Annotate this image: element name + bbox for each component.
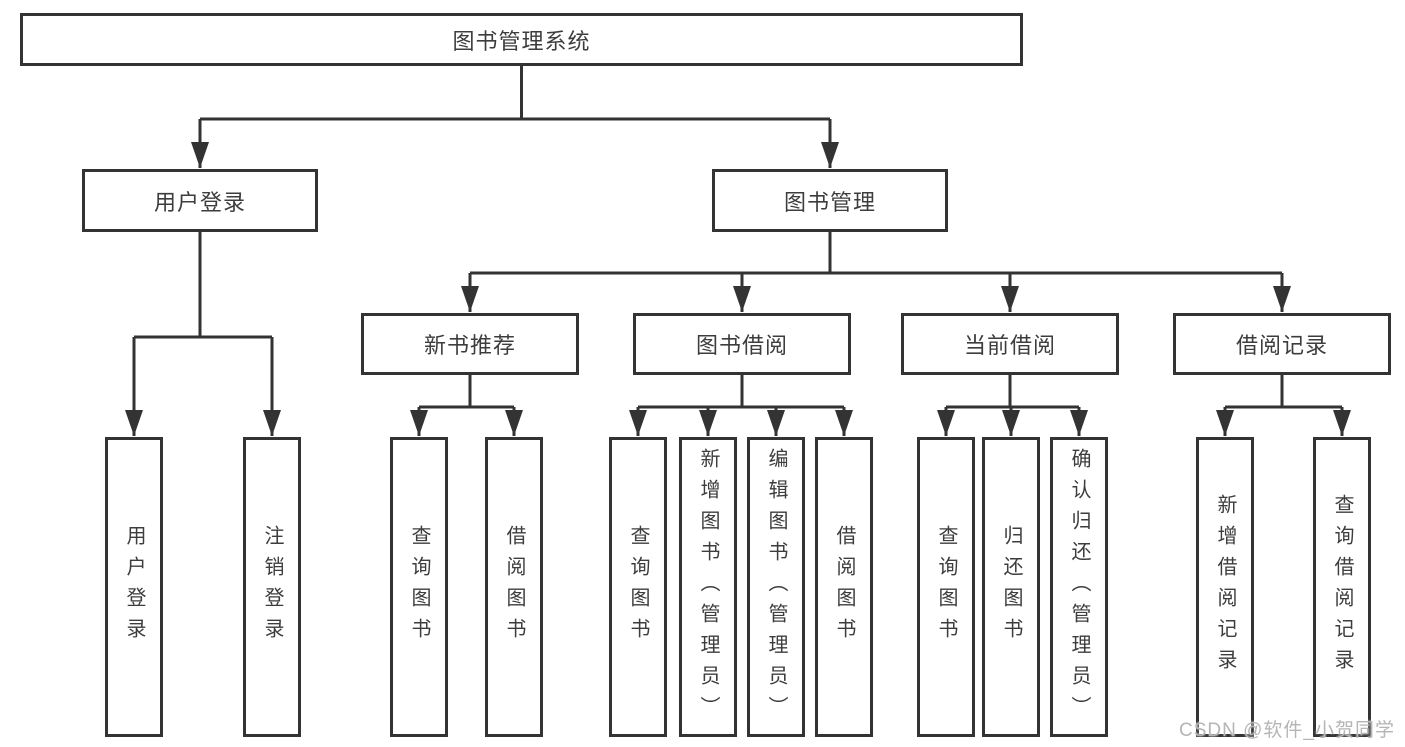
node-user-login-label: 用户登录 [153,189,246,215]
node-library-management-system: 图书管理系统 [20,13,1023,66]
leaf-cb-return-books: 归还图书 [982,437,1040,737]
leaf-nb-borrow-books: 借阅图书 [485,437,543,737]
leaf-bb-borrow-books: 借阅图书 [815,437,873,737]
arrowheads [125,142,1351,436]
leaf-cb-confirm-return-admin: 确认归还（管理员） [1050,437,1108,737]
node-book-management: 图书管理 [712,169,948,232]
leaf-br-query-record-label: 查询借阅记录 [1331,494,1353,680]
leaf-bb-query-books-label: 查询图书 [627,525,649,649]
leaf-br-add-record: 新增借阅记录 [1196,437,1254,737]
node-current-borrowing-label: 当前借阅 [963,333,1056,358]
leaf-bb-borrow-books-label: 借阅图书 [833,525,855,649]
leaf-bb-query-books: 查询图书 [609,437,667,737]
node-book-management-label: 图书管理 [783,189,876,215]
leaf-br-add-record-label: 新增借阅记录 [1214,494,1236,680]
node-book-borrowing-label: 图书借阅 [695,333,788,358]
node-new-book-recommend: 新书推荐 [361,313,579,375]
node-current-borrowing: 当前借阅 [901,313,1119,375]
leaf-user-login: 用户登录 [105,437,163,737]
leaf-bb-edit-books-admin: 编辑图书（管理员） [747,437,805,737]
leaf-bb-add-books-admin: 新增图书（管理员） [679,437,737,737]
leaf-nb-query-books-label: 查询图书 [408,525,430,649]
leaf-cb-return-books-label: 归还图书 [1000,525,1022,649]
leaf-br-query-record: 查询借阅记录 [1313,437,1371,737]
leaf-logout-label: 注销登录 [261,525,283,649]
node-borrow-records: 借阅记录 [1173,313,1391,375]
leaf-logout: 注销登录 [243,437,301,737]
node-borrow-records-label: 借阅记录 [1235,333,1328,358]
leaf-nb-borrow-books-label: 借阅图书 [503,525,525,649]
csdn-watermark: CSDN @软件_小贺同学 [1179,720,1395,741]
leaf-cb-query-books: 查询图书 [917,437,975,737]
leaf-bb-add-books-admin-label: 新增图书（管理员） [697,447,719,727]
leaf-cb-query-books-label: 查询图书 [935,525,957,649]
leaf-user-login-label: 用户登录 [123,525,145,649]
leaf-nb-query-books: 查询图书 [390,437,448,737]
leaf-bb-edit-books-admin-label: 编辑图书（管理员） [765,447,787,727]
node-new-book-recommend-label: 新书推荐 [423,333,516,358]
leaf-cb-confirm-return-admin-label: 确认归还（管理员） [1068,447,1090,727]
node-book-borrowing: 图书借阅 [633,313,851,375]
node-root-label: 图书管理系统 [452,28,591,54]
node-user-login: 用户登录 [82,169,318,232]
